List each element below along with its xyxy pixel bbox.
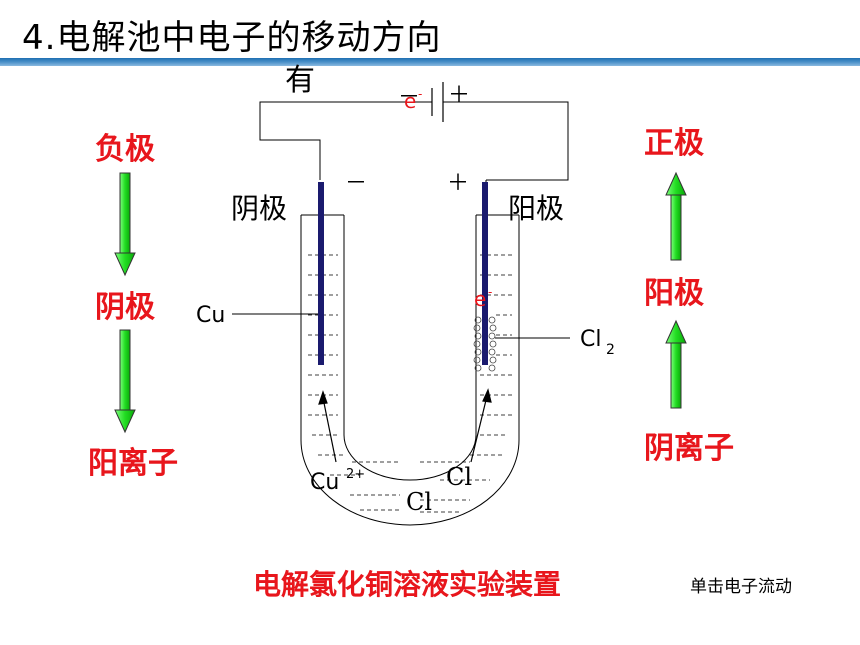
anode-label: 阳极 (508, 192, 564, 225)
electron-anode: e (474, 287, 486, 311)
chlorine-bubbles (473, 316, 497, 372)
arrow-up-2 (665, 319, 687, 409)
cu-ion-label: Cu (310, 470, 339, 495)
cathode-sign: － (345, 171, 367, 196)
arrow-down-2 (114, 329, 136, 434)
label-cathode-left: 阴极 (95, 290, 155, 325)
circuit-wire (259, 101, 569, 185)
ion-arrow-cu (318, 390, 337, 463)
label-anode-right: 阳极 (644, 276, 704, 311)
cl-ion-label-2: Cl (406, 488, 432, 516)
arrow-up-1 (665, 171, 687, 261)
title-underline-bar (0, 58, 860, 66)
label-negative-pole: 负极 (95, 132, 155, 167)
anode-sign: ＋ (447, 171, 469, 196)
electron-top-superscript: - (418, 87, 422, 101)
ion-arrow-cl (470, 388, 492, 463)
glitch-text: 有 (285, 63, 315, 98)
arrow-down-1 (114, 172, 136, 277)
electron-anode-superscript: - (488, 285, 492, 299)
diagram-caption: 电解氯化铜溶液实验装置 (253, 568, 562, 601)
cathode-electrode (318, 182, 324, 365)
page-title: 4.电解池中电子的移动方向 (22, 18, 442, 58)
battery-icon (431, 82, 444, 122)
cu-ion-charge: 2+ (346, 467, 365, 482)
click-electron-flow-link[interactable]: 单击电子流动 (690, 577, 792, 597)
label-cation: 阳离子 (88, 446, 178, 481)
cl-ion-label-1: Cl (446, 463, 472, 491)
cathode-label: 阴极 (231, 192, 287, 225)
label-anion: 阴离子 (644, 431, 734, 466)
electron-top: e (404, 89, 416, 113)
label-positive-pole: 正极 (644, 126, 704, 161)
battery-negative-sign: － (398, 85, 420, 110)
anode-electrode (482, 182, 488, 365)
cl2-label: Cl (580, 327, 601, 352)
cl2-subscript: 2 (606, 342, 615, 358)
cu-label: Cu (196, 303, 225, 328)
battery-positive-sign: ＋ (448, 83, 470, 108)
